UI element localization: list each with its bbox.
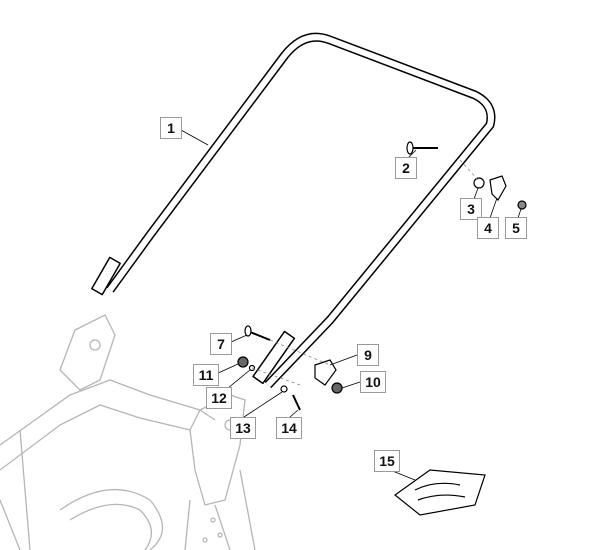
nut-5	[517, 200, 527, 210]
callout-5: 5	[505, 217, 527, 239]
callout-9: 9	[357, 344, 379, 366]
callout-15: 15	[374, 450, 400, 472]
leader-lines	[180, 129, 522, 481]
washer-3	[473, 177, 485, 189]
callout-1: 1	[160, 117, 182, 139]
callout-14: 14	[276, 417, 302, 439]
callout-10: 10	[360, 371, 386, 393]
callout-7: 7	[210, 333, 232, 355]
handle-tube	[91, 32, 496, 389]
hardware-parts	[237, 141, 527, 516]
bolt-7	[249, 331, 271, 341]
callout-12: 12	[206, 387, 232, 409]
bag-15	[394, 469, 486, 516]
knob-9	[314, 359, 337, 386]
dash-lines	[251, 159, 479, 386]
callout-4: 4	[477, 217, 499, 239]
knob-4	[489, 175, 507, 201]
screw-14	[292, 394, 301, 411]
nut-10	[331, 382, 343, 394]
washer-13	[280, 385, 288, 393]
nut-11	[237, 356, 249, 368]
callout-11: 11	[193, 364, 219, 386]
callout-3: 3	[460, 198, 482, 220]
callout-13: 13	[230, 417, 256, 439]
callout-2: 2	[395, 157, 417, 179]
